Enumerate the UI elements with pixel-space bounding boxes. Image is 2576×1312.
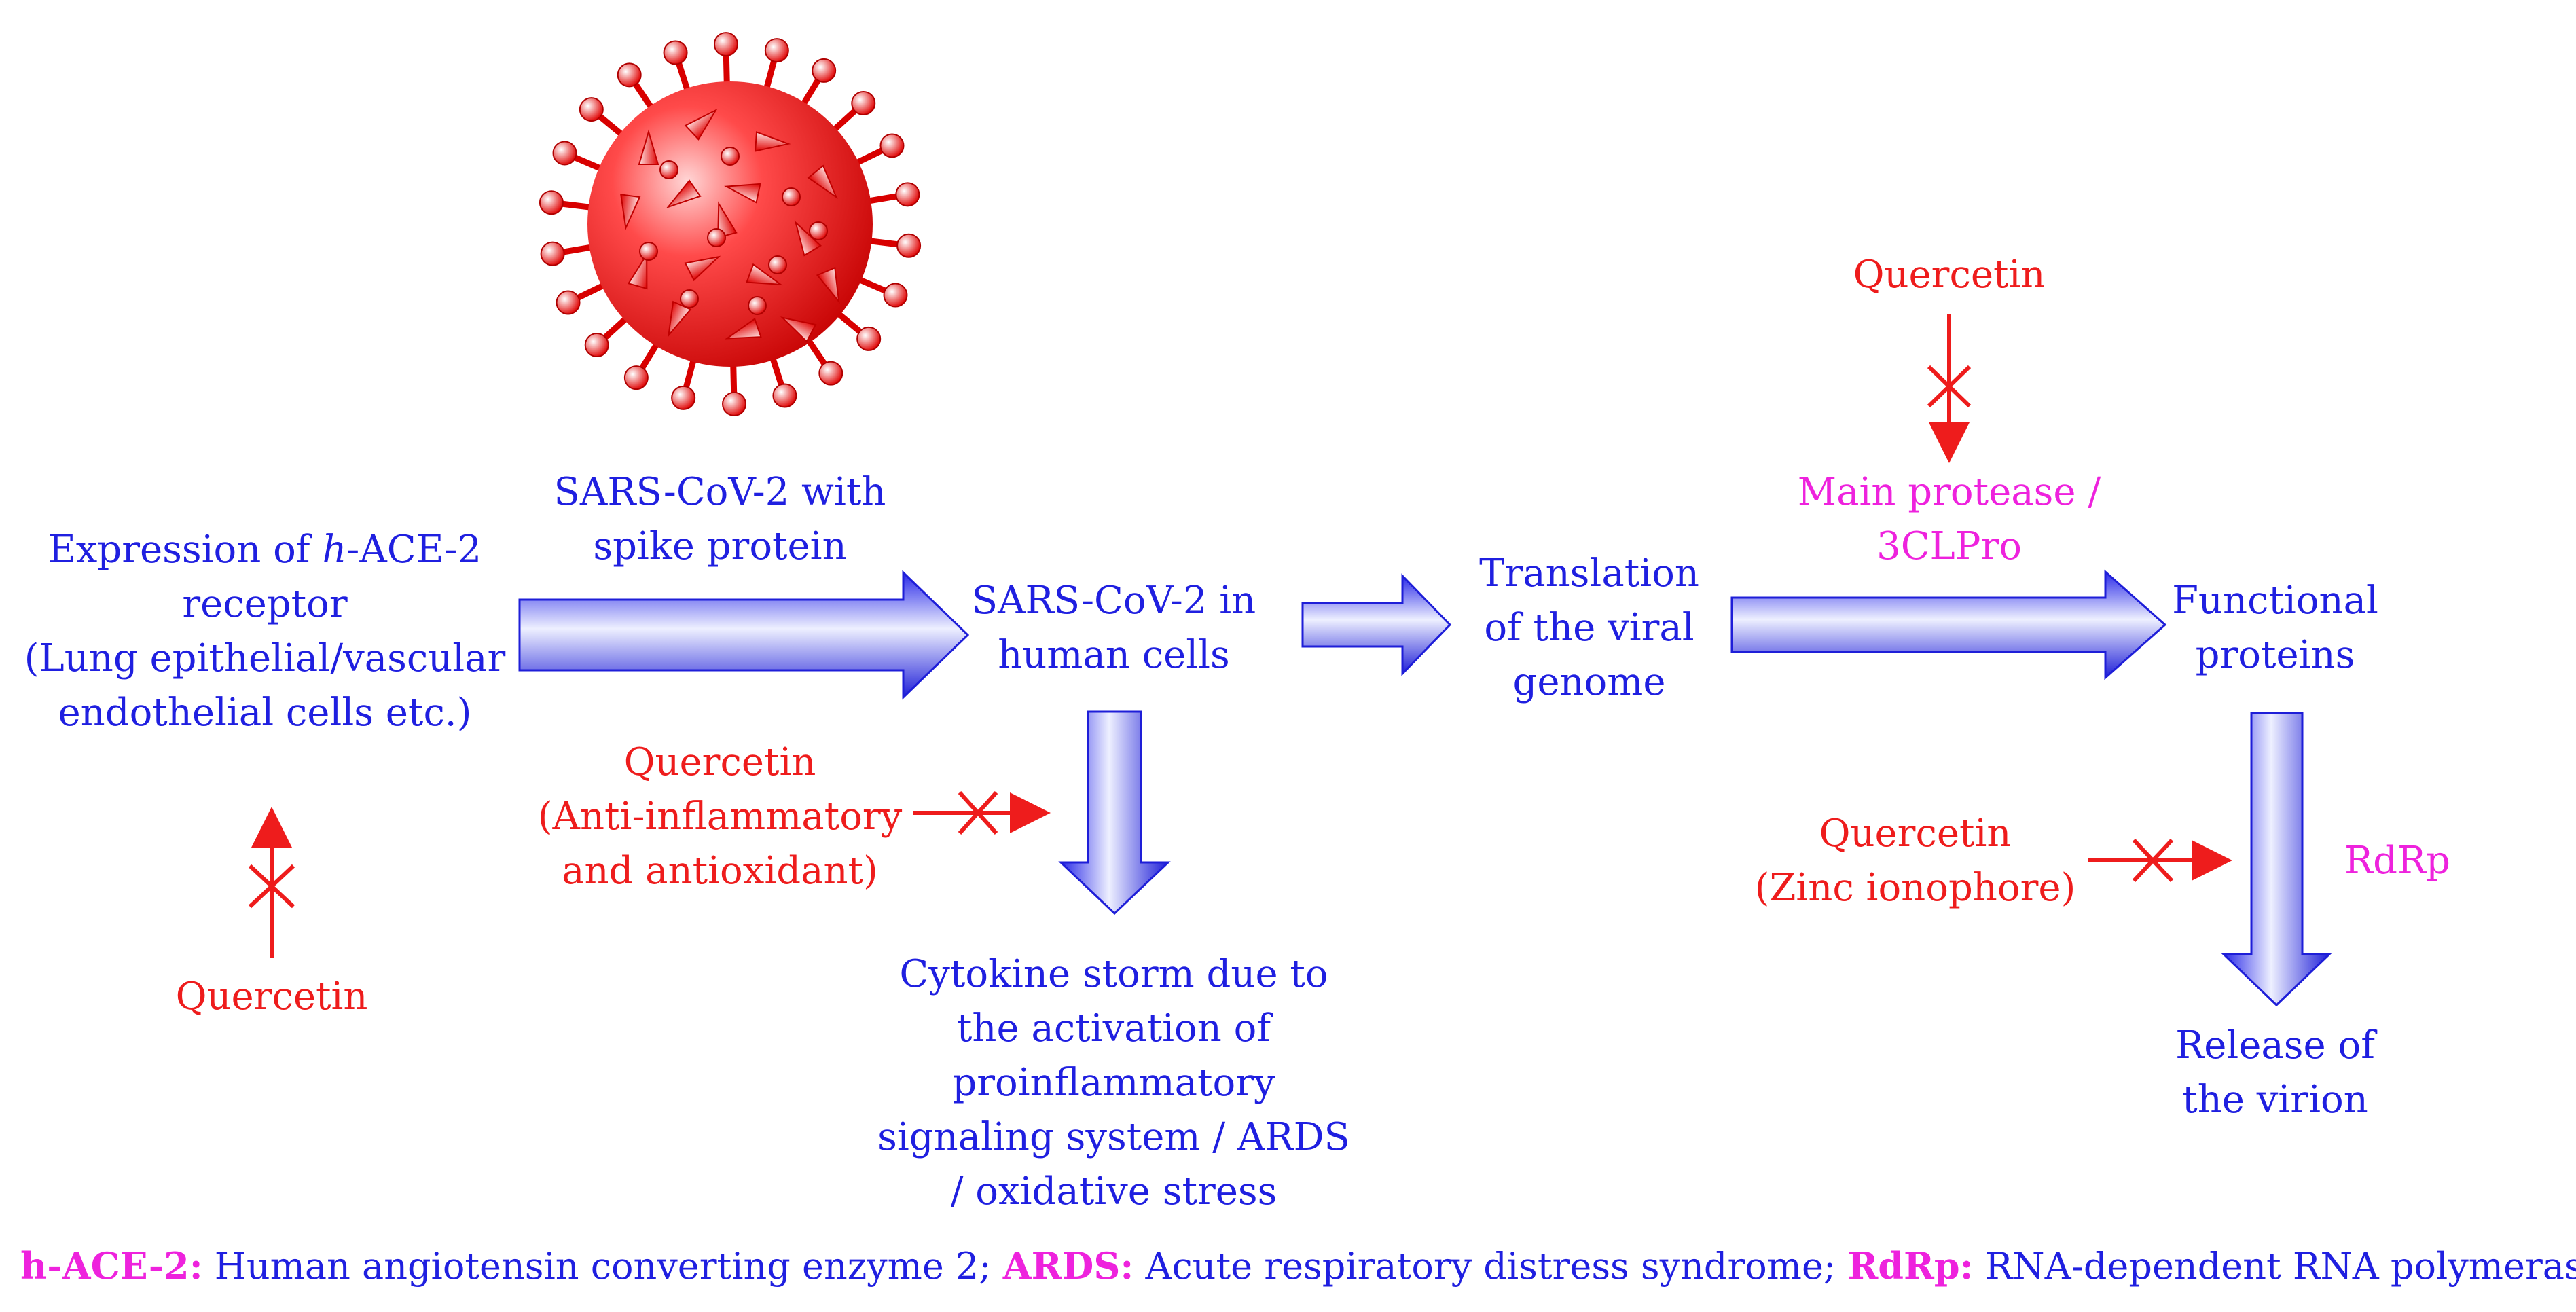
node-sars-in-cells: SARS-CoV-2 in human cells — [971, 579, 1256, 677]
virus-spike-knob — [552, 141, 577, 166]
virus-surface-spike — [717, 201, 738, 239]
virus-surface-spike — [794, 220, 822, 257]
footnote-key-ards: ARDS: — [1002, 1244, 1134, 1288]
inhibitor-quercetin-ace2: Quercetin — [175, 974, 368, 1019]
arrow-translation-to-functional — [1730, 569, 2167, 680]
virus-surface-spike — [816, 266, 840, 304]
footnote-text-ace2: Human angiotensin converting enzyme 2; — [202, 1245, 1003, 1288]
virus-spike-knob — [764, 38, 789, 63]
virus-surface-spike — [746, 263, 783, 286]
abbreviation-footnote: h-ACE-2: Human angiotensin converting en… — [20, 1244, 2576, 1288]
node-functional-proteins: Functional proteins — [2172, 579, 2378, 677]
footnote-key-ace2: h-ACE-2: — [20, 1244, 203, 1288]
virus-spike-knob — [540, 241, 565, 266]
virus-spike-knob — [896, 233, 922, 258]
node-ace2-expression: Expression of h-ACE-2 receptor (Lung epi… — [24, 528, 506, 735]
node-translation: Translation of the viral genome — [1479, 551, 1699, 704]
virus-surface-spike — [627, 252, 648, 290]
virus-surface-spike — [780, 316, 817, 343]
virus-spike-knob — [851, 90, 876, 115]
virus-surface-spike — [807, 164, 838, 199]
virus-spike-knob — [539, 190, 564, 215]
virus-spike-knob — [623, 365, 649, 390]
inhibition-arrow-inflammation — [913, 790, 1051, 835]
virus-spike-knob — [818, 361, 843, 386]
inhibition-arrow-zinc — [2088, 838, 2232, 883]
virus-spike-knob — [895, 182, 920, 207]
virus-spike-knob — [722, 391, 747, 416]
virus-spike-knob — [556, 290, 581, 315]
virus-spike-knob — [772, 383, 797, 408]
virus-surface-spike — [684, 255, 721, 282]
virus-spike-knob — [883, 283, 908, 308]
arrow-ace2-to-cells — [518, 570, 970, 700]
target-rdrp: RdRp — [2344, 839, 2451, 883]
virus-spike-knob — [671, 385, 696, 410]
footnote-key-rdrp: RdRp: — [1847, 1244, 1974, 1288]
virus-spike-knob — [663, 40, 688, 65]
sars-cov-2-virus-icon — [539, 32, 922, 416]
virus-spike-knob — [713, 32, 738, 57]
virus-spike-knob — [584, 333, 609, 358]
virus-surface-knob — [659, 160, 678, 179]
virus-surface-knob — [707, 228, 726, 247]
inhibition-arrow-ace2 — [248, 807, 295, 958]
virus-surface-knob — [782, 187, 801, 206]
virus-spike-knob — [812, 58, 837, 83]
inhibitor-quercetin-anti-inflammatory: Quercetin (Anti-inflammatory and antioxi… — [537, 740, 903, 893]
virus-spike-knob — [879, 133, 905, 158]
virus-surface-spike — [638, 129, 659, 165]
arrow-functional-to-release — [2221, 712, 2332, 1007]
arrow-cells-to-cytokine — [1058, 710, 1171, 915]
virus-surface-knob — [721, 147, 740, 166]
inhibitor-quercetin-protease: Quercetin — [1853, 253, 2046, 297]
node-release-virion: Release of the virion — [2175, 1023, 2375, 1122]
virus-surface-spike — [666, 179, 702, 208]
virus-spike-knob — [617, 62, 642, 88]
virus-surface-spike — [667, 300, 692, 338]
node-cytokine-storm: Cytokine storm due to the activation of … — [877, 952, 1350, 1214]
virus-surface-knob — [639, 242, 658, 261]
inhibition-arrow-protease — [1927, 314, 1972, 463]
virus-surface-knob — [768, 255, 787, 274]
virus-surface-knob — [680, 289, 699, 308]
virus-surface-spike — [724, 183, 761, 204]
footnote-text-rdrp: RNA-dependent RNA polymerase — [1973, 1245, 2576, 1288]
virus-surface-spike — [684, 108, 718, 141]
inhibitor-quercetin-zinc: Quercetin (Zinc ionophore) — [1754, 812, 2076, 910]
virus-label: SARS-CoV-2 with spike protein — [554, 470, 886, 568]
virus-surface-knob — [809, 221, 828, 240]
virus-spike-knob — [856, 326, 882, 351]
virus-surface-knob — [748, 296, 767, 315]
target-main-protease: Main protease / 3CLPro — [1797, 470, 2101, 568]
virus-surface-spike — [725, 318, 762, 340]
virus-surface-spike — [620, 194, 641, 231]
footnote-text-ards: Acute respiratory distress syndrome; — [1133, 1245, 1848, 1288]
virus-spike-knob — [579, 97, 604, 122]
arrow-cells-to-translation — [1301, 573, 1452, 676]
virus-surface-spike — [754, 131, 791, 152]
